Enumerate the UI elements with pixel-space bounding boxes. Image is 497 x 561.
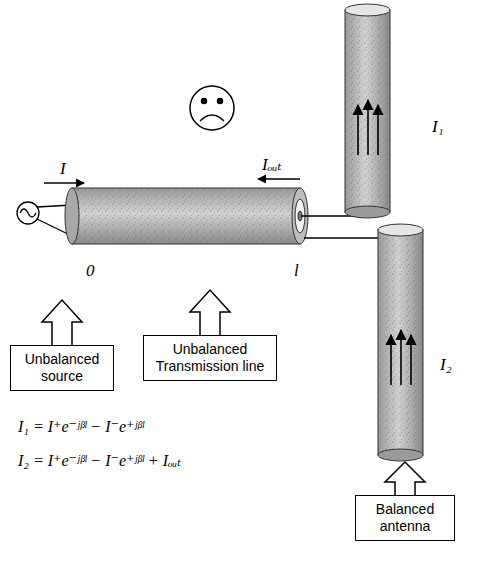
callout-text: Unbalanced source [17,351,107,385]
antenna-element [378,224,423,461]
signal-label: I₁ [432,118,444,137]
equation: I₂ = I⁺e⁻ʲᵝˡ − I⁻e⁺ʲᵝˡ + Iₒᵤₜ [18,452,181,470]
signal-label: 0 [86,262,95,281]
source-symbol [17,202,72,236]
equation: I₁ = I⁺e⁻ʲᵝˡ − I⁻e⁺ʲᵝˡ [18,418,144,436]
signal-label: I [60,160,66,179]
current-arrow [258,178,300,179]
current-arrow [358,100,411,385]
signal-label: I₂ [440,356,452,375]
callout-text: Unbalanced Transmission line [150,341,270,375]
coax-cable [65,188,308,244]
signal-label: Iₒᵤₜ [262,156,282,175]
current-arrow [44,182,84,183]
callout-box: Unbalanced source [10,345,114,391]
callout-box: Balanced antenna [355,495,455,541]
sad-face [190,86,234,130]
callout-box: Unbalanced Transmission line [143,335,277,381]
antenna-element [345,4,390,218]
signal-label: l [294,262,299,281]
callout-text: Balanced antenna [362,501,448,535]
